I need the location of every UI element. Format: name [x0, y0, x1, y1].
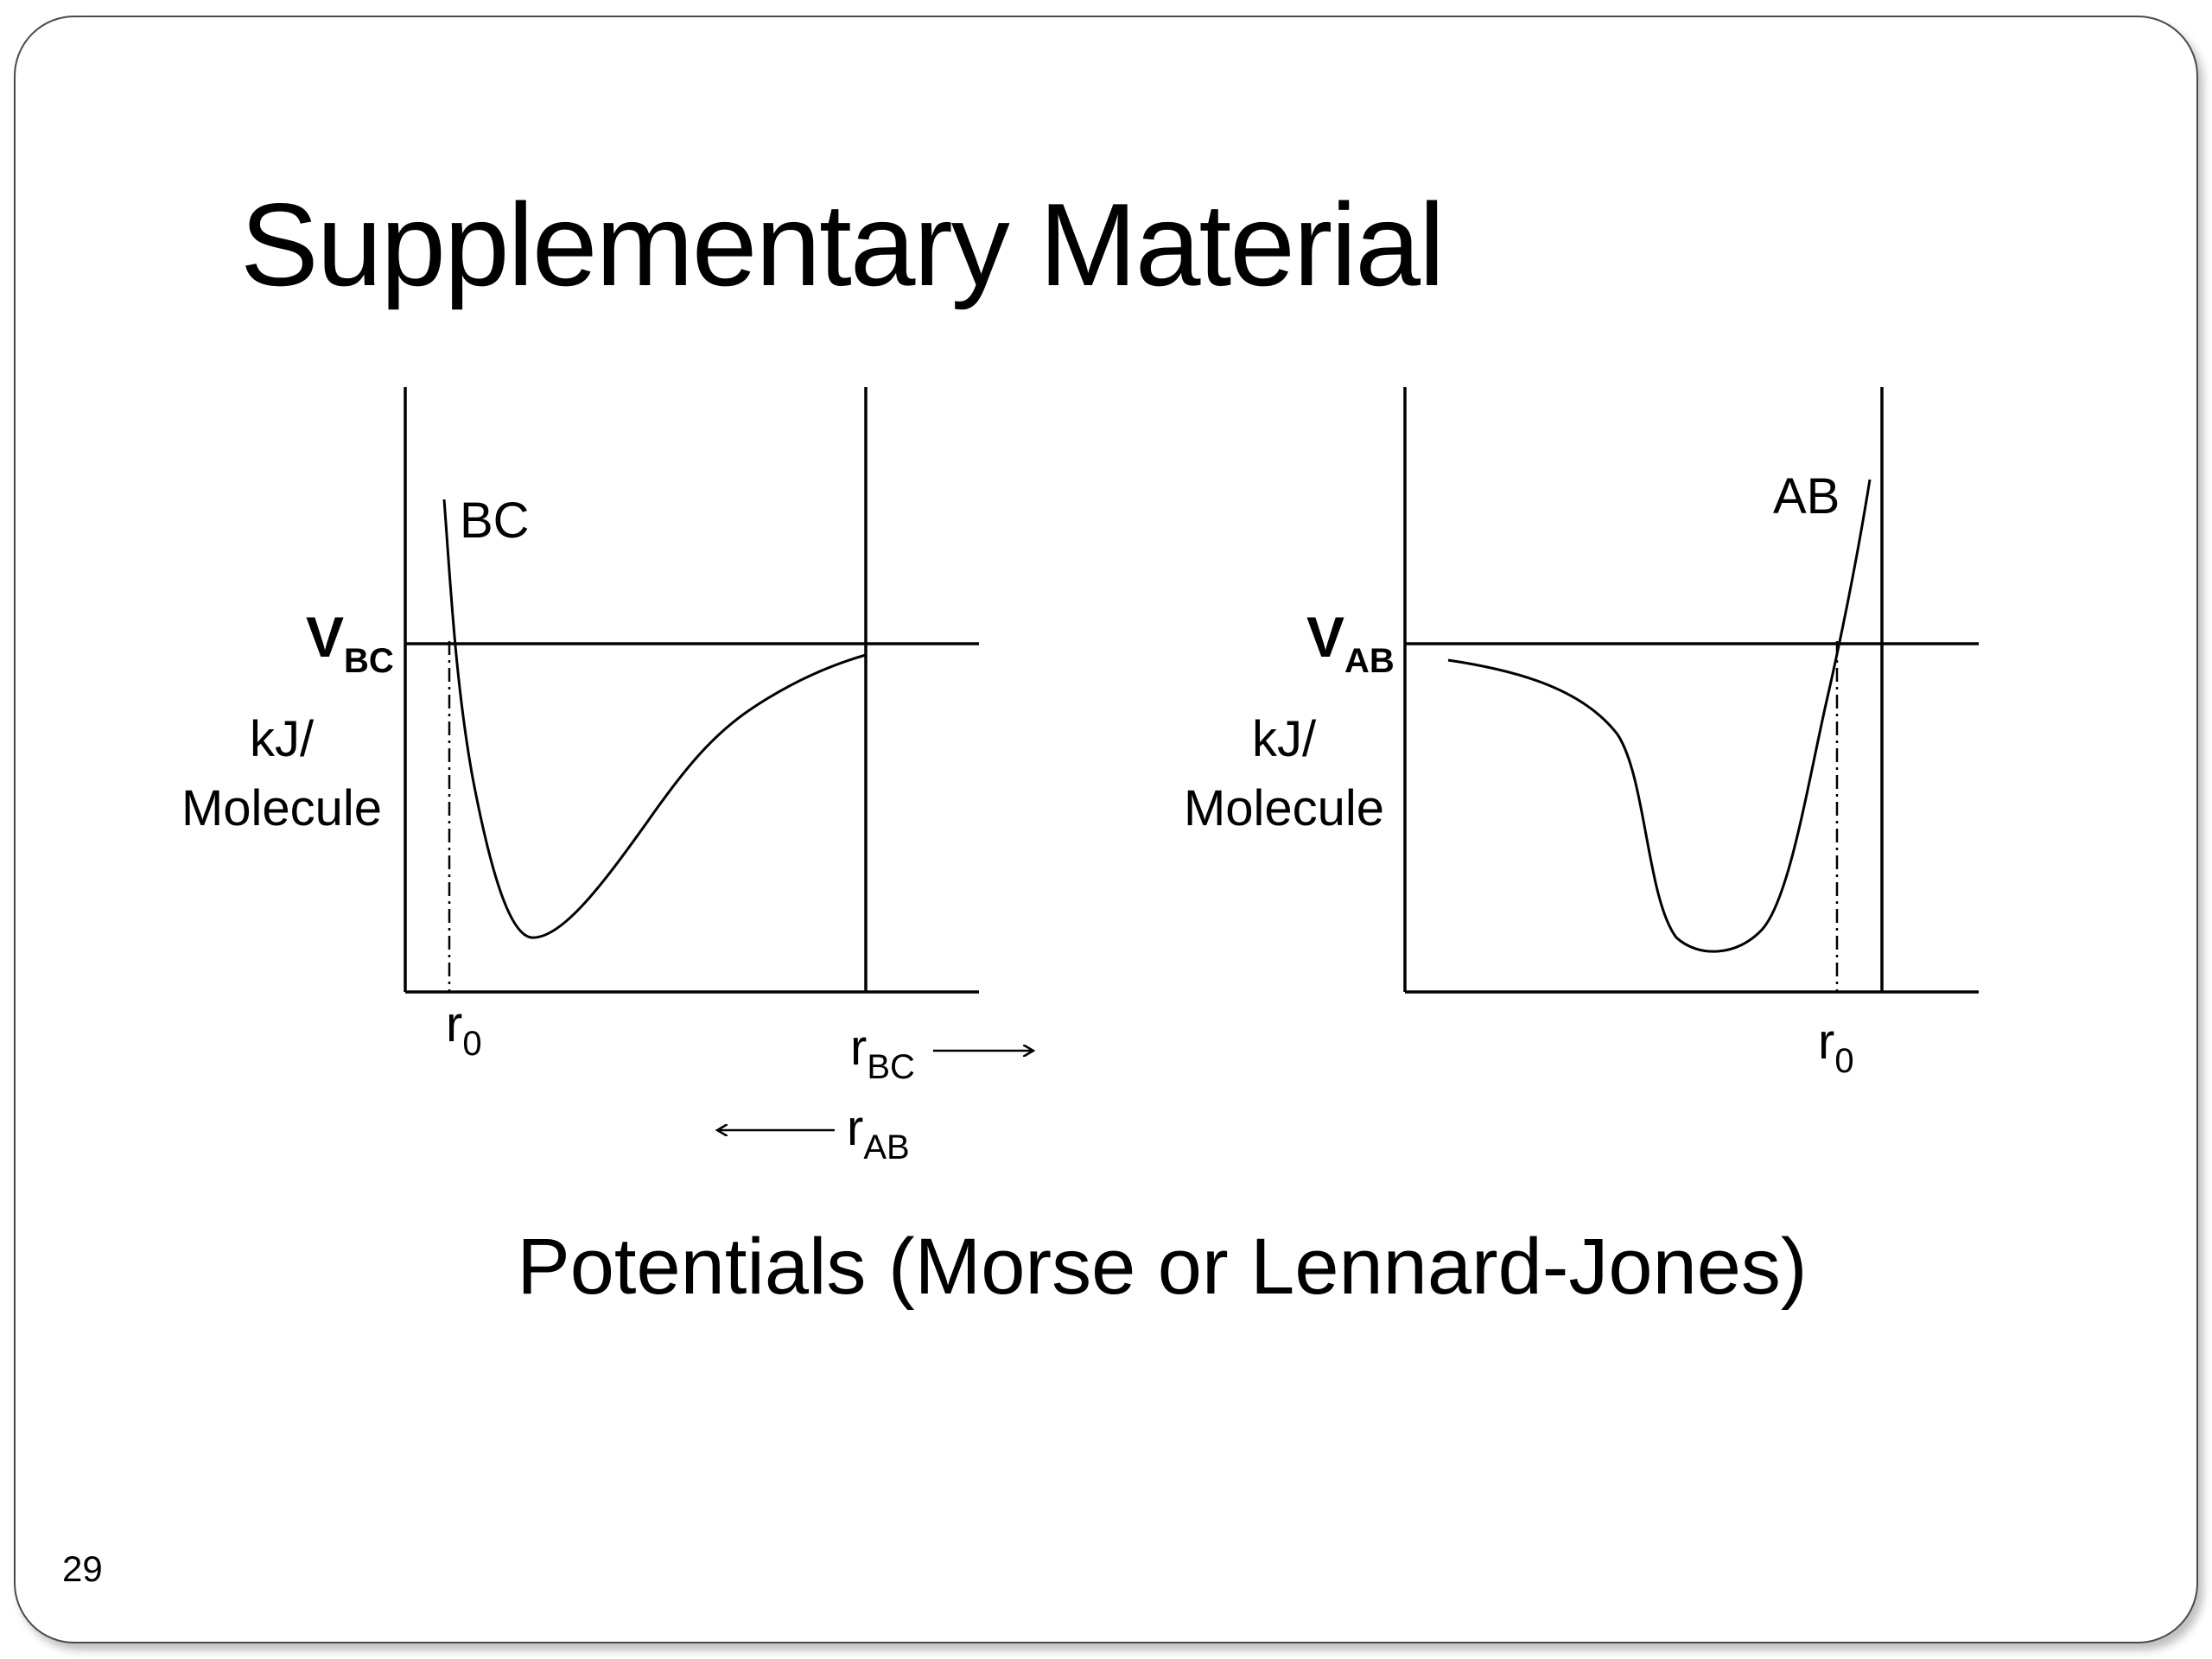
left-units-line2: Molecule — [181, 780, 382, 836]
right-r0-label: r0 — [1818, 1014, 1854, 1080]
v-bc-label: VBC — [306, 605, 394, 680]
left-r0-label: r0 — [446, 996, 482, 1063]
r-bc-axis-label: rBC — [850, 1020, 915, 1086]
ab-curve-label: AB — [1773, 468, 1840, 524]
page-number: 29 — [62, 1548, 103, 1589]
left-potential-plot: BC VBC kJ/ Molecule r0 rBC rAB — [181, 387, 1033, 1166]
right-units-line2: Molecule — [1184, 780, 1384, 836]
slide-caption: Potentials (Morse or Lennard-Jones) — [517, 1223, 1808, 1311]
ab-potential-curve — [1447, 479, 1872, 953]
left-units-line1: kJ/ — [250, 711, 315, 767]
bc-potential-curve — [442, 499, 867, 939]
bc-curve-label: BC — [460, 493, 530, 549]
right-potential-plot: AB VAB kJ/ Molecule r0 — [1184, 387, 1979, 1080]
right-units-line1: kJ/ — [1252, 711, 1317, 767]
r-ab-reverse-label: rAB — [847, 1100, 910, 1166]
slide-frame — [14, 16, 2198, 1643]
v-ab-label: VAB — [1306, 605, 1395, 680]
slide-title: Supplementary Material — [240, 179, 1445, 310]
